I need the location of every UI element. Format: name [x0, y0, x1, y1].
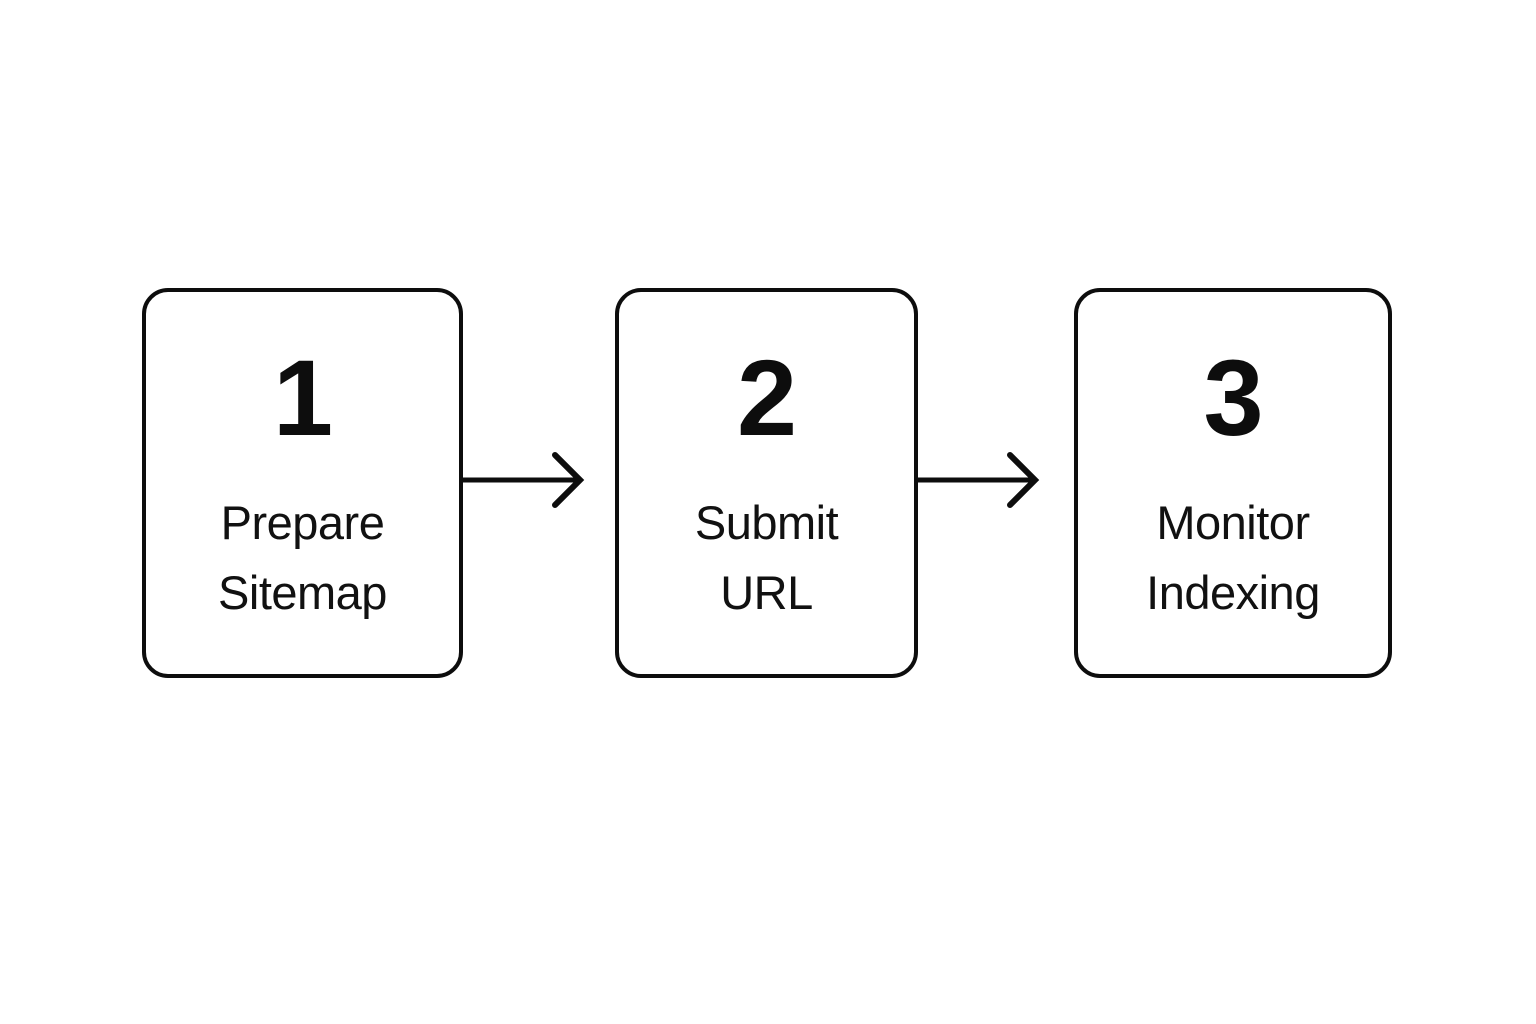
step-1-number: 1 — [272, 337, 333, 458]
flow-step-2[interactable]: 2 Submit URL — [615, 288, 918, 678]
step-3-number: 3 — [1203, 337, 1263, 458]
arrow-right-icon — [918, 452, 1040, 508]
step-1-label: Prepare Sitemap — [218, 496, 387, 619]
step-2-number: 2 — [736, 337, 797, 458]
connector-step1-to-step2 — [463, 449, 585, 511]
flow-step-3[interactable]: 3 Monitor Indexing — [1074, 288, 1392, 678]
arrow-right-icon — [463, 452, 585, 508]
step-2-label: Submit URL — [694, 496, 839, 619]
connector-step2-to-step3 — [918, 449, 1040, 511]
flow-step-1[interactable]: 1 Prepare Sitemap — [142, 288, 463, 678]
step-3-label: Monitor Indexing — [1146, 496, 1320, 619]
